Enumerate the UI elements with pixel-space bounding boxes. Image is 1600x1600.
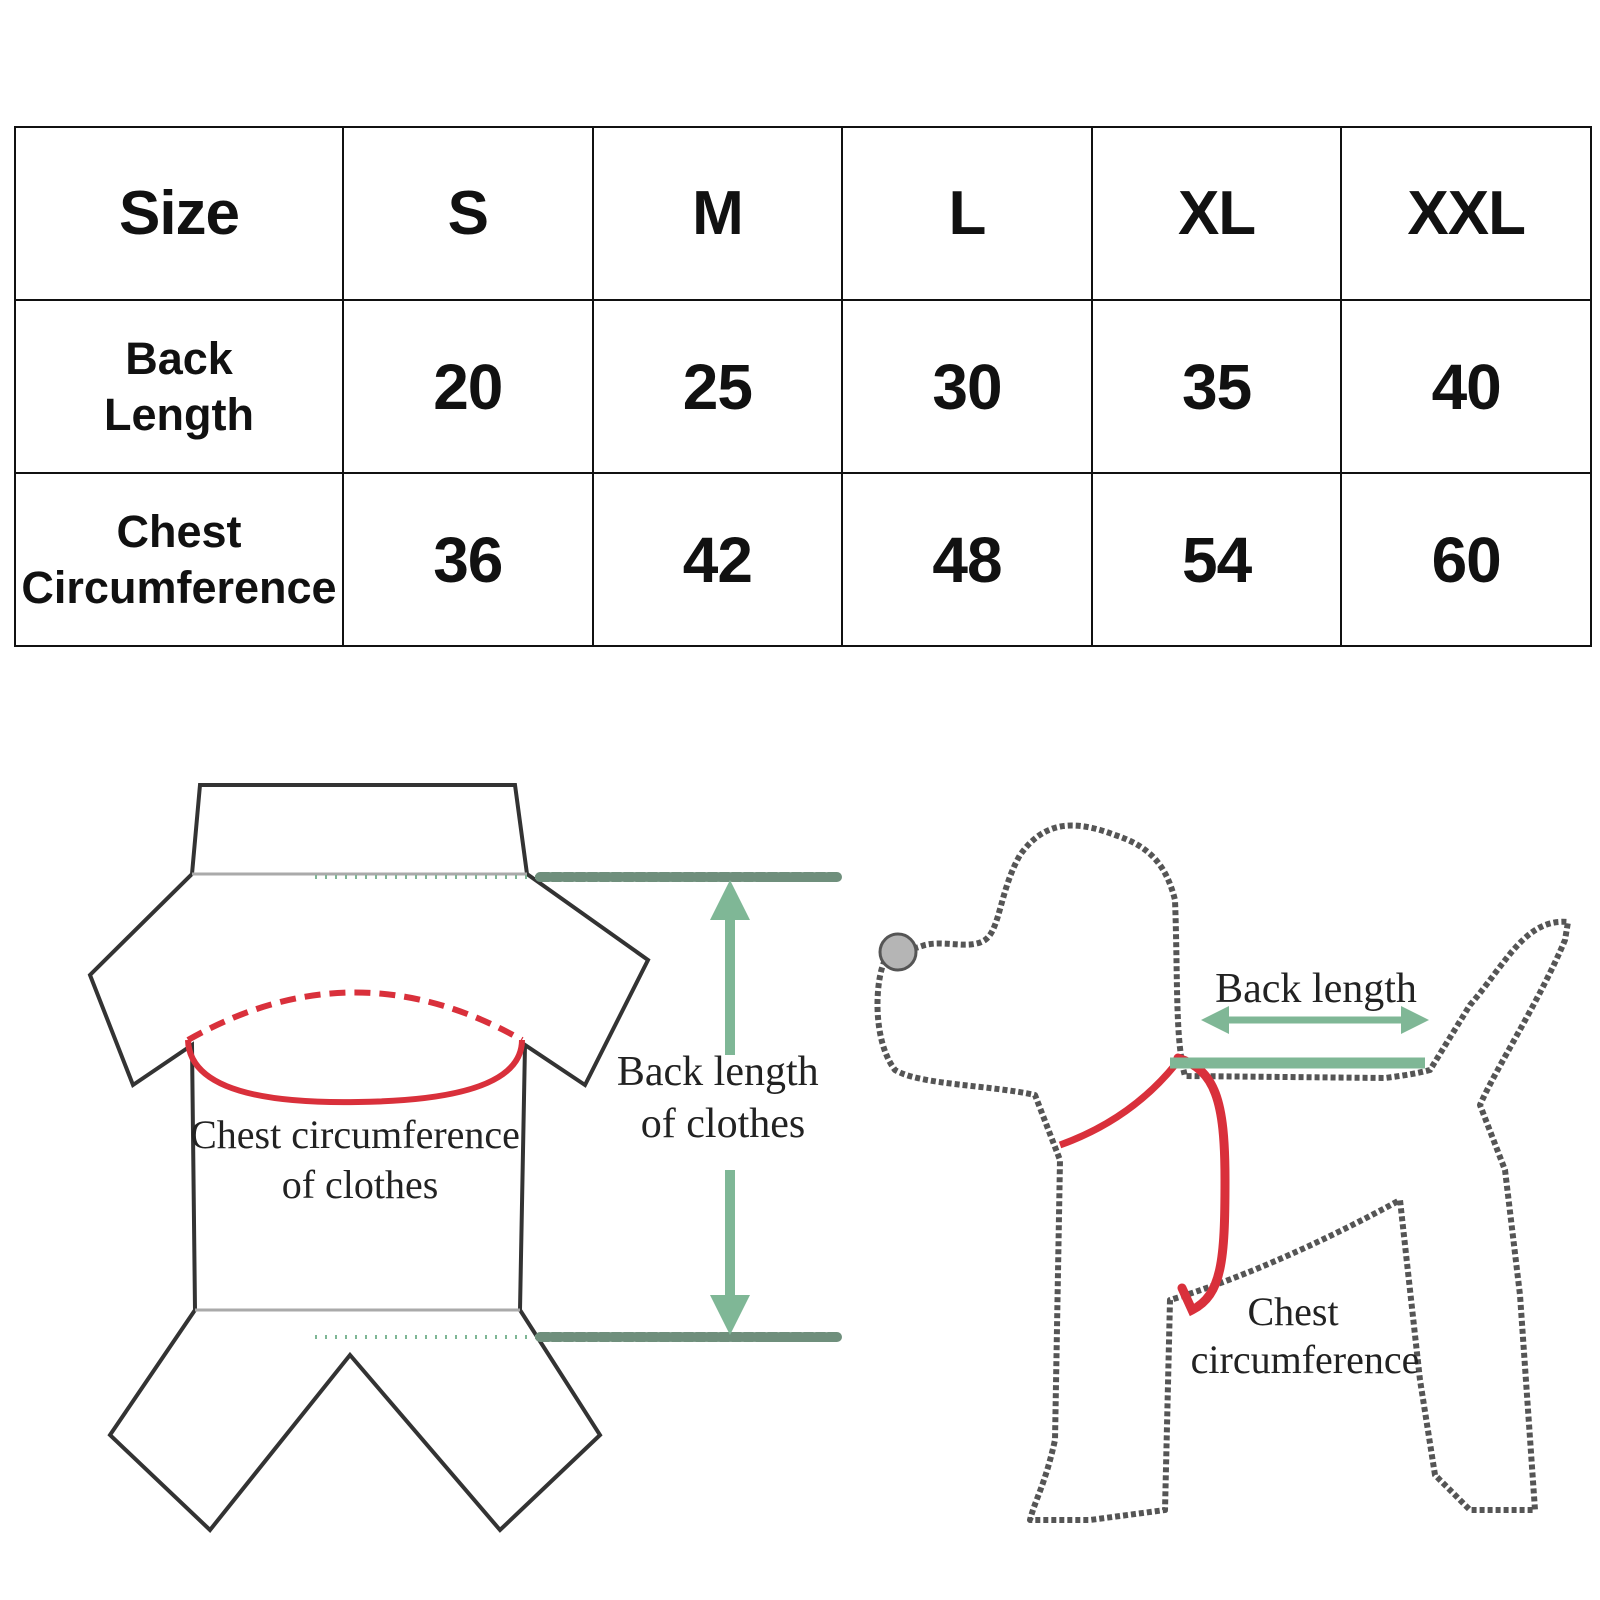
dog-back-label: Back length xyxy=(1215,966,1417,1012)
header-m: M xyxy=(591,126,844,301)
header-s: S xyxy=(342,126,594,301)
table-cell: 35 xyxy=(1090,299,1343,474)
header-size: Size xyxy=(14,126,344,301)
row-label-chest-circumference: Chest Circumference xyxy=(14,472,344,647)
table-cell: 36 xyxy=(342,472,594,647)
measurement-diagram: Chest circumference of clothes Back leng… xyxy=(87,783,1571,1533)
dog-nose xyxy=(878,932,918,972)
header-xl: XL xyxy=(1090,126,1343,301)
garment-back-label: Back length of clothes xyxy=(617,1049,829,1147)
dog-chest-measure xyxy=(1173,1053,1230,1317)
dog-chest-label-line: Chest xyxy=(1247,1289,1338,1334)
garment-chest-label-line: Chest circumference xyxy=(190,1112,520,1157)
table-cell: 20 xyxy=(342,299,594,474)
table-cell: 42 xyxy=(591,472,844,647)
dog-chest-label-line: circumference xyxy=(1191,1337,1420,1382)
chest-measure-front-arc xyxy=(185,1039,525,1106)
row-label-back-length: Back Length xyxy=(14,299,344,474)
table-cell: 60 xyxy=(1340,472,1592,647)
garment-outline xyxy=(87,783,651,1533)
size-chart-table: Size S M L XL XXL Back Length 20 25 30 3… xyxy=(14,126,1592,647)
dog-neck-measure xyxy=(1058,1062,1178,1149)
dog-illustration: Back length Chest circumference xyxy=(874,822,1571,1523)
garment-illustration: Chest circumference of clothes Back leng… xyxy=(87,783,845,1533)
row-label-line: Back xyxy=(125,332,233,384)
table-header-row: Size S M L XL XXL xyxy=(14,126,1592,301)
row-label-line: Chest xyxy=(116,505,242,557)
garment-chest-label-line: of clothes xyxy=(282,1162,439,1207)
table-cell: 30 xyxy=(841,299,1093,474)
row-label-line: Circumference xyxy=(21,561,337,613)
table-cell: 40 xyxy=(1340,299,1592,474)
table-row-chest-circumference: Chest Circumference 36 42 48 54 60 xyxy=(14,472,1592,647)
garment-back-label-line: of clothes xyxy=(641,1101,805,1147)
table-cell: 48 xyxy=(841,472,1093,647)
chest-measure-back-arc xyxy=(186,989,524,1043)
row-label-line: Length xyxy=(104,388,254,440)
dog-chest-label: Chest circumference xyxy=(1191,1289,1420,1382)
table-cell: 25 xyxy=(591,299,844,474)
table-row-back-length: Back Length 20 25 30 35 40 xyxy=(14,299,1592,474)
table-cell: 54 xyxy=(1090,472,1343,647)
header-l: L xyxy=(841,126,1093,301)
garment-back-label-line: Back length xyxy=(617,1049,819,1095)
header-xxl: XXL xyxy=(1340,126,1592,301)
garment-chest-label: Chest circumference of clothes xyxy=(190,1112,530,1207)
